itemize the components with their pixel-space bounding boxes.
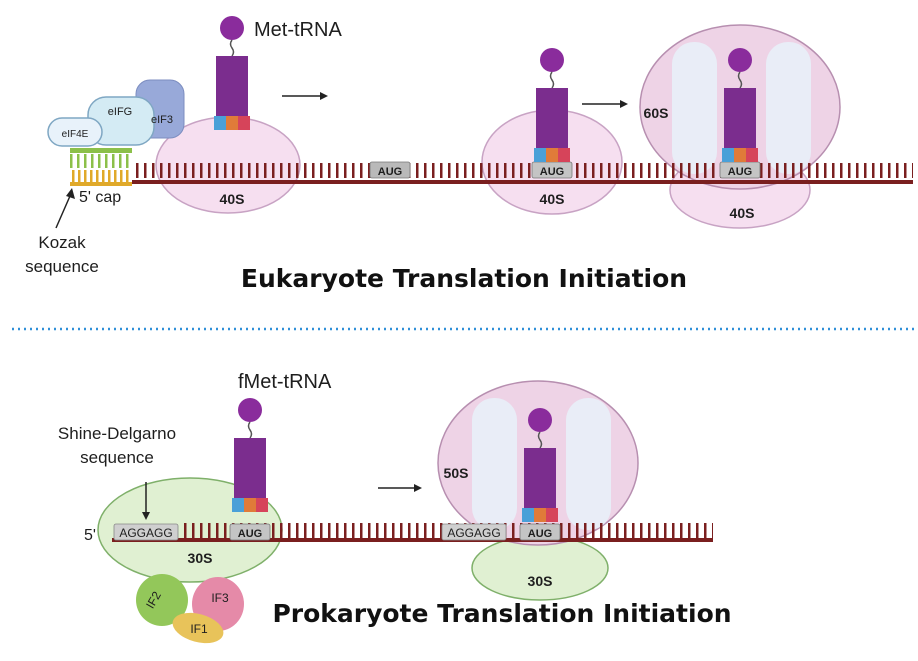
prok-aug-label-1: AUG	[238, 528, 262, 540]
euk-met-trna-1	[214, 16, 250, 130]
eif4e-label: eIF4E	[62, 129, 89, 140]
euk-40s-label-2: 40S	[540, 191, 565, 207]
prok-aug-box-1	[229, 523, 271, 541]
sd-box-1	[113, 523, 179, 541]
eif4e-factor	[47, 117, 103, 147]
eif3-label: eIF3	[151, 114, 173, 126]
sd-label-2: AGGAGG	[447, 526, 500, 540]
sd-label-1: AGGAGG	[119, 526, 172, 540]
five-prime-cap-label: 5' cap	[79, 189, 121, 206]
prok-five-prime-label: 5'	[84, 527, 96, 544]
prok-mrna-backbone	[112, 538, 713, 542]
kozak-bar	[70, 148, 132, 153]
euk-mrna-backbone	[132, 180, 913, 184]
euk-60s-channel-right	[766, 42, 811, 174]
if1-label: IF1	[190, 622, 208, 636]
prokaryote-title: Prokaryote Translation Initiation	[272, 599, 731, 628]
kozak-label-line2: sequence	[25, 257, 99, 276]
euk-mrna-teeth	[132, 163, 913, 181]
euk-aug-box-1	[369, 161, 411, 179]
kozak-sequence-bases	[70, 154, 132, 168]
euk-aug-label-1: AUG	[378, 166, 402, 178]
eukaryote-title: Eukaryote Translation Initiation	[241, 264, 687, 293]
euk-aug-label-2: AUG	[540, 166, 564, 178]
euk-40s-label-3: 40S	[730, 205, 755, 221]
if1-factor	[172, 612, 224, 644]
shine-pointer-arrow	[142, 482, 150, 520]
euk-met-trna-2	[534, 48, 570, 162]
prok-trna-label: fMet-tRNA	[238, 371, 332, 393]
sd-box-2	[441, 523, 507, 541]
shine-label-line2: sequence	[80, 448, 154, 467]
if-factors-cluster	[136, 574, 244, 644]
euk-40s-label-1: 40S	[220, 191, 245, 207]
prok-50s-channel-right	[566, 398, 611, 530]
kozak-pointer-arrow	[55, 188, 75, 229]
prok-30s-label-2: 30S	[528, 573, 553, 589]
eifg-label: eIFG	[108, 106, 132, 118]
shine-label: Shine-Delgarno	[58, 424, 176, 443]
prok-50s-channel-left	[472, 398, 517, 530]
if2-factor	[136, 574, 188, 626]
prok-50s-label: 50S	[444, 465, 469, 481]
prok-30s-label-1: 30S	[188, 550, 213, 566]
euk-60s-channel-left	[672, 42, 717, 174]
euk-arrow-1	[282, 92, 328, 100]
euk-trna-label: Met-tRNA	[254, 19, 342, 41]
prok-aug-box-2	[519, 523, 561, 541]
if3-label: IF3	[211, 591, 229, 605]
prok-fmet-trna-1	[232, 398, 268, 512]
kozak-label: Kozak	[38, 233, 86, 252]
five-prime-cap-bar	[70, 182, 132, 186]
euk-aug-label-3: AUG	[728, 166, 752, 178]
five-prime-cap-bases	[70, 170, 132, 182]
prok-arrow	[378, 484, 422, 492]
euk-60s-label: 60S	[644, 105, 669, 121]
euk-arrow-2	[582, 100, 628, 108]
prok-aug-label-2: AUG	[528, 528, 552, 540]
prok-fmet-trna-2	[522, 408, 558, 522]
euk-met-trna-3	[722, 48, 758, 162]
